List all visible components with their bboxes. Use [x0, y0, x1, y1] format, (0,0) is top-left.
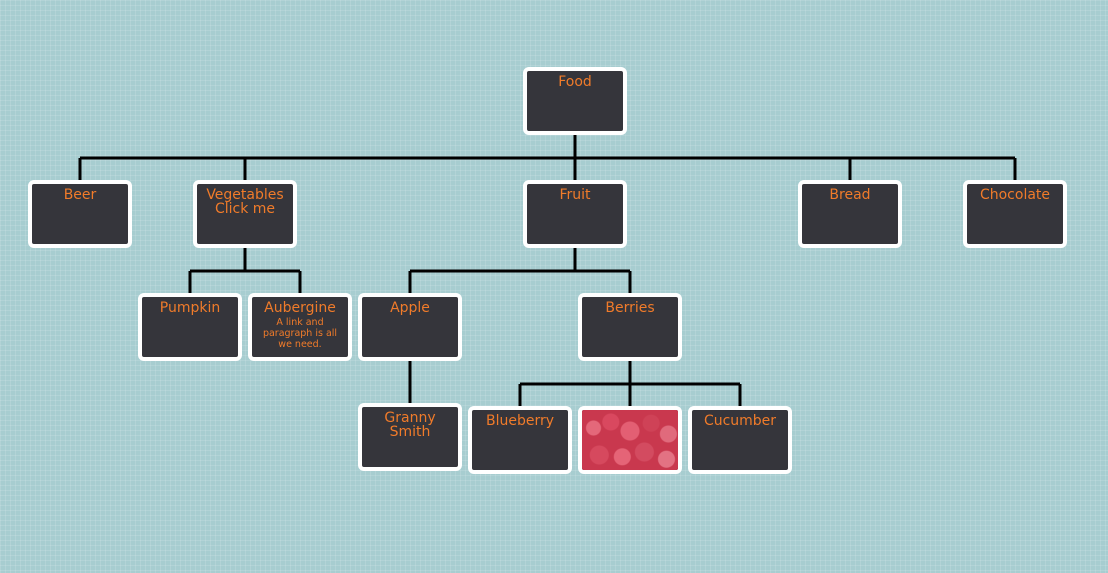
raspberries-image — [582, 410, 678, 470]
node-berries[interactable]: Berries — [578, 293, 682, 361]
node-label: Granny Smith — [384, 410, 436, 440]
node-label: Beer — [63, 187, 97, 203]
node-chocolate[interactable]: Chocolate — [963, 180, 1067, 248]
node-label: Fruit — [559, 187, 591, 203]
node-bread[interactable]: Bread — [798, 180, 902, 248]
node-label: Pumpkin — [159, 300, 221, 316]
node-label: Cucumber — [703, 413, 777, 429]
node-label: Apple — [390, 300, 430, 316]
node-cucumber[interactable]: Cucumber — [688, 406, 792, 474]
node-vegetables[interactable]: Vegetables Click me — [193, 180, 297, 248]
node-label: Vegetables — [206, 187, 284, 203]
node-label: Food — [558, 74, 592, 90]
node-raspberry[interactable] — [578, 406, 682, 474]
node-pumpkin[interactable]: Pumpkin — [138, 293, 242, 361]
node-aubergine[interactable]: Aubergine A link and paragraph is all we… — [248, 293, 352, 361]
click-me-link[interactable]: Click me — [214, 201, 276, 217]
node-label: Chocolate — [979, 187, 1051, 203]
node-granny-smith[interactable]: Granny Smith — [358, 403, 462, 471]
node-label: Aubergine — [264, 300, 336, 316]
node-label: Blueberry — [485, 413, 555, 429]
node-food[interactable]: Food — [523, 67, 627, 135]
node-paragraph: A link and paragraph is all we need. — [262, 317, 338, 350]
node-fruit[interactable]: Fruit — [523, 180, 627, 248]
node-label: Bread — [829, 187, 871, 203]
node-blueberry[interactable]: Blueberry — [468, 406, 572, 474]
node-beer[interactable]: Beer — [28, 180, 132, 248]
node-apple[interactable]: Apple — [358, 293, 462, 361]
node-label: Berries — [605, 300, 655, 316]
